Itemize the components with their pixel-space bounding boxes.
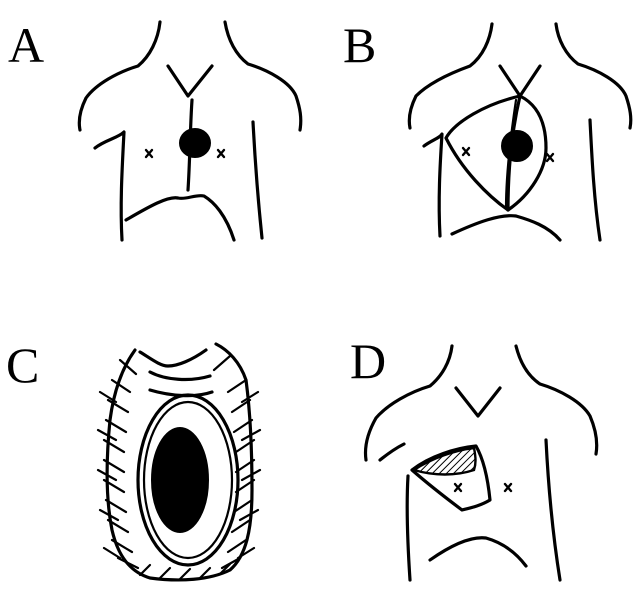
marker-b-right bbox=[547, 154, 553, 161]
panel-c: C bbox=[6, 337, 260, 580]
panel-a-label: A bbox=[8, 17, 44, 73]
panel-d-torso bbox=[365, 346, 596, 580]
marker-b-left bbox=[463, 148, 469, 155]
marker-a-right bbox=[218, 150, 224, 157]
lesion-c bbox=[152, 428, 208, 532]
marker-d-right bbox=[505, 484, 511, 491]
marker-d-left bbox=[455, 484, 461, 491]
panel-d: D bbox=[350, 333, 597, 580]
marker-a-left bbox=[146, 150, 152, 157]
lesion-b bbox=[502, 131, 532, 161]
lesion-a bbox=[180, 129, 210, 157]
panel-b: B bbox=[343, 17, 631, 240]
panel-d-label: D bbox=[350, 333, 386, 389]
panel-b-label: B bbox=[343, 17, 376, 73]
panel-a: A bbox=[8, 17, 301, 240]
panel-c-label: C bbox=[6, 337, 39, 393]
